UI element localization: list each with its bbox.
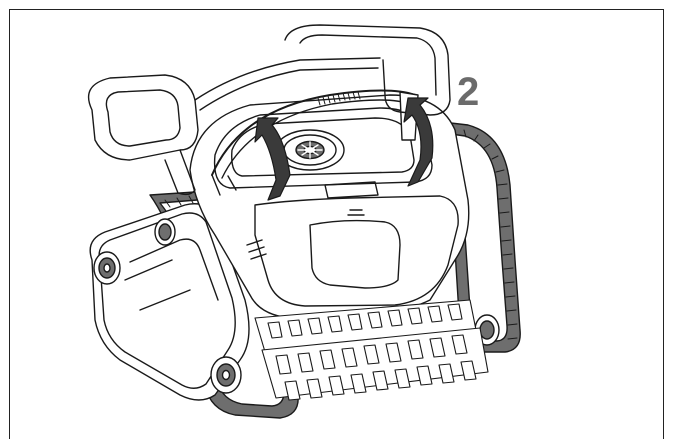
lift-handle	[211, 89, 419, 196]
left-side-pod	[89, 203, 250, 401]
left-carry-bar	[87, 74, 199, 196]
lift-handle-rotate-arrows-icon	[254, 97, 434, 201]
left-rear-wheel	[210, 356, 242, 394]
robot-body	[189, 94, 470, 319]
left-mid-wheel	[154, 218, 176, 246]
left-front-wheel	[93, 251, 121, 285]
brush-roller	[254, 299, 489, 401]
right-carry-bar	[194, 24, 451, 116]
step-number-label: 2	[457, 70, 480, 114]
impeller-cover	[275, 129, 345, 171]
